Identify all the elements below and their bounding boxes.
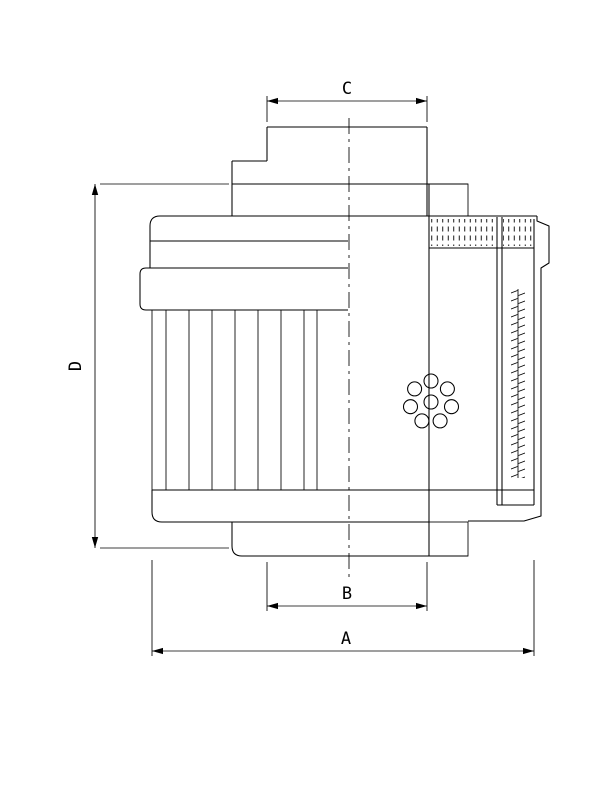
dimension-a-arrow-right bbox=[523, 647, 534, 655]
dimension-d-arrow-top bbox=[91, 184, 99, 195]
dimension-c-arrow-left bbox=[267, 97, 278, 105]
dimension-a: A bbox=[151, 560, 535, 656]
top-spigot-outline bbox=[231, 126, 468, 216]
bypass-holes bbox=[402, 373, 460, 429]
dimension-d: D bbox=[66, 183, 229, 549]
dimension-label-d: D bbox=[66, 361, 86, 371]
dimension-b-arrow-right bbox=[416, 602, 427, 610]
outer-shell-outline bbox=[429, 216, 550, 522]
dimension-label-a: A bbox=[341, 629, 351, 649]
dimension-a-arrow-left bbox=[152, 647, 163, 655]
seal-crosshatch-bottom bbox=[428, 521, 469, 557]
gasket-dash-texture bbox=[431, 219, 533, 246]
pleated-filter-media bbox=[151, 310, 318, 490]
dimension-b: B bbox=[266, 562, 428, 611]
dimension-label-b: B bbox=[342, 584, 352, 604]
support-tube-hatching bbox=[511, 289, 525, 478]
bottom-end-cap-outline bbox=[151, 489, 534, 557]
seal-crosshatch-top bbox=[428, 183, 469, 217]
top-end-cap-outline bbox=[139, 215, 537, 311]
dimension-c: C bbox=[266, 79, 428, 122]
dimension-c-arrow-right bbox=[416, 97, 427, 105]
dimension-label-c: C bbox=[342, 79, 352, 99]
dimension-d-arrow-bottom bbox=[91, 537, 99, 548]
dimension-b-arrow-left bbox=[267, 602, 278, 610]
